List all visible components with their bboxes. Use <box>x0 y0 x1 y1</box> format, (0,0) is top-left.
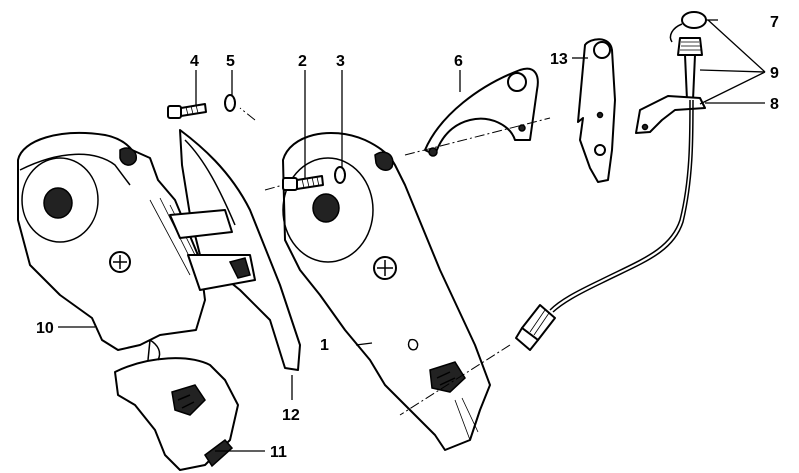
part-1-main-timing-cover <box>282 132 491 451</box>
part-8-sensor-bracket <box>635 95 706 134</box>
callout-9: 9 <box>770 65 779 82</box>
callout-8: 8 <box>770 96 779 113</box>
callout-3: 3 <box>336 53 345 70</box>
part-4-bolt <box>167 103 207 119</box>
sensor-cable <box>549 99 694 313</box>
part-10-timing-cover-upper-left <box>17 132 206 351</box>
callout-2: 2 <box>298 53 307 70</box>
callout-1: 1 <box>320 337 329 354</box>
callout-7: 7 <box>770 14 779 31</box>
assembly-axes <box>239 107 551 416</box>
part-6-bracket <box>424 67 539 157</box>
part-9-sensor <box>677 37 703 101</box>
callout-12: 12 <box>282 407 300 424</box>
callout-6: 6 <box>454 53 463 70</box>
cable-plug <box>515 304 556 351</box>
part-3-washer <box>334 166 346 184</box>
callout-labels: 1 2 3 4 5 6 7 8 9 10 11 12 13 <box>36 14 779 461</box>
part-11-timing-cover-lower-left <box>114 339 239 471</box>
callout-10: 10 <box>36 320 54 337</box>
part-5-washer <box>224 94 236 112</box>
callout-13: 13 <box>550 51 568 68</box>
callout-5: 5 <box>226 53 235 70</box>
part-12-gasket-strip <box>169 129 301 371</box>
callout-11: 11 <box>270 444 287 461</box>
part-2-bolt <box>282 175 324 191</box>
part-13-plate <box>577 38 616 183</box>
leader-lines <box>58 19 766 452</box>
callout-4: 4 <box>190 53 199 70</box>
